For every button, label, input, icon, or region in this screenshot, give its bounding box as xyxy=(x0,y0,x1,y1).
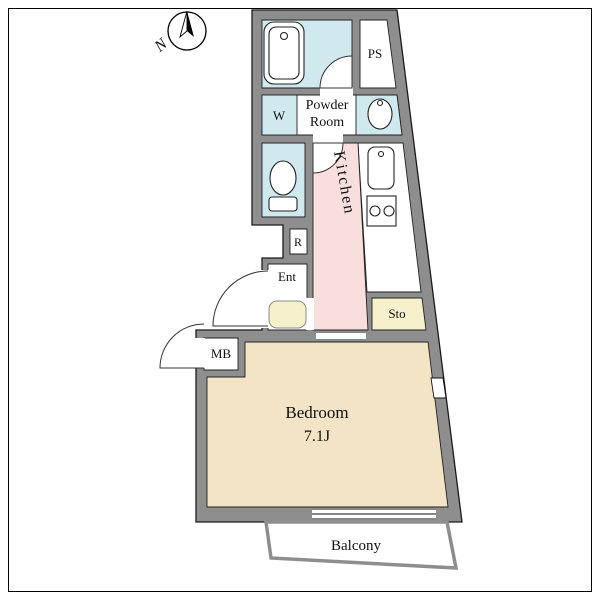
meter-box-door-arc xyxy=(159,323,205,369)
powder-room-label-line2: Room xyxy=(310,115,344,130)
entrance-kitchen-opening xyxy=(306,298,314,330)
bedroom-floor xyxy=(206,341,449,508)
washer-box xyxy=(261,94,298,136)
compass-needle-light xyxy=(179,10,188,39)
compass: N xyxy=(151,10,207,56)
refrigerator-floor xyxy=(289,228,308,255)
bedroom-window xyxy=(312,508,436,520)
bathroom-door-arc xyxy=(319,55,353,96)
storage-label: Sto xyxy=(388,306,405,321)
entrance-door-arc xyxy=(212,270,270,328)
side-window xyxy=(430,377,447,399)
ps-floor xyxy=(359,19,397,89)
kitchen-sink-icon xyxy=(367,146,395,190)
balcony-outline xyxy=(263,520,459,570)
balcony-label: Balcony xyxy=(331,538,381,554)
kitchen-bedroom-opening xyxy=(316,331,366,341)
vanity-sink-icon xyxy=(367,98,393,130)
meter-box-label: MB xyxy=(211,346,232,361)
entrance-step xyxy=(268,300,307,329)
ps-label: PS xyxy=(368,46,382,61)
bedroom-size-label: 7.1J xyxy=(304,428,330,445)
washer-label: W xyxy=(273,108,286,123)
stove-icon xyxy=(366,195,397,227)
bedroom-label: Bedroom xyxy=(285,403,348,422)
canvas-border xyxy=(8,8,592,592)
refrigerator-label: R xyxy=(294,235,302,249)
storage-floor xyxy=(371,297,427,331)
powder-room-label-line1: Powder xyxy=(306,98,349,113)
kitchen-door-arc xyxy=(312,134,344,174)
bathtub-icon xyxy=(263,21,305,85)
entrance-label: Ent xyxy=(278,269,296,284)
compass-needle-dark xyxy=(187,11,194,37)
compass-north-label: N xyxy=(151,35,172,56)
toilet-icon xyxy=(268,160,298,212)
